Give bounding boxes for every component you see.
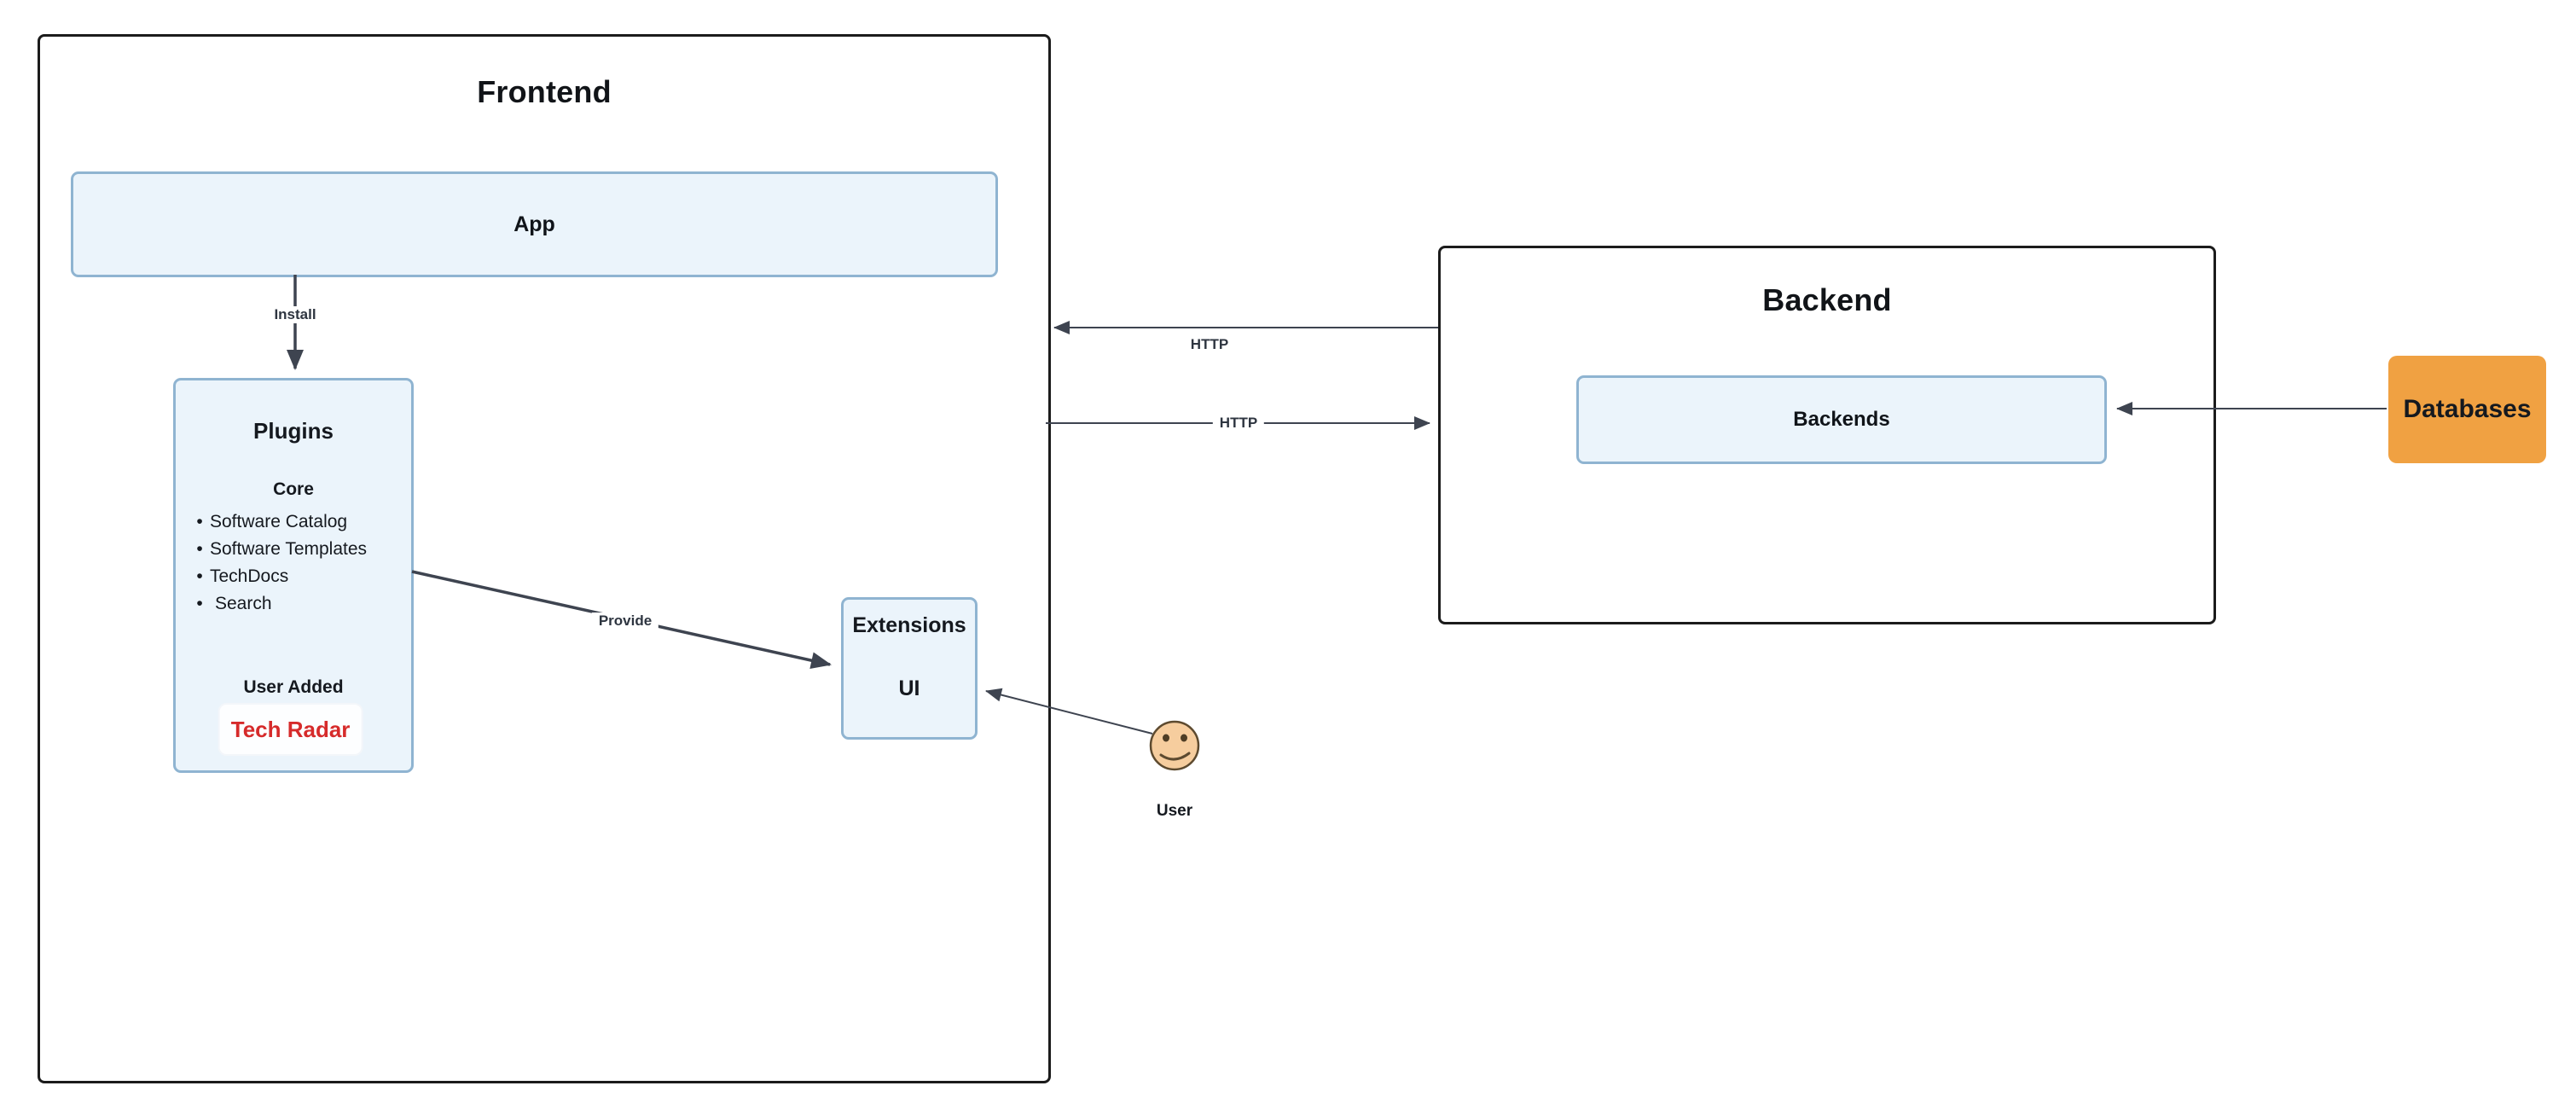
bullet-icon: • bbox=[196, 512, 203, 531]
user-smiley-icon bbox=[1149, 720, 1200, 771]
list-item-label: Search bbox=[215, 594, 272, 613]
tech-radar-label: Tech Radar bbox=[230, 716, 351, 742]
plugins-node: Plugins Core • Software Catalog • Softwa… bbox=[173, 378, 414, 773]
http-to-backend-edge-label: HTTP bbox=[1212, 415, 1265, 432]
databases-node-label: Databases bbox=[2403, 395, 2532, 423]
http-to-frontend-edge-label: HTTP bbox=[1183, 336, 1236, 353]
tech-radar-node: Tech Radar bbox=[218, 703, 363, 756]
user-node-label: User bbox=[1156, 802, 1193, 820]
list-item: • Software Templates bbox=[189, 536, 406, 563]
bullet-icon: • bbox=[196, 539, 203, 559]
backends-node-label: Backends bbox=[1793, 408, 1890, 431]
backends-node: Backends bbox=[1576, 375, 2107, 464]
plugins-core-heading: Core bbox=[273, 479, 314, 499]
plugins-core-list: • Software Catalog • Software Templates … bbox=[189, 508, 406, 618]
list-item: • TechDocs bbox=[189, 563, 406, 590]
plugins-node-title: Plugins bbox=[253, 418, 334, 444]
backend-group-box: Backend Backends bbox=[1438, 246, 2216, 624]
bullet-icon: • bbox=[196, 594, 203, 613]
install-edge-label: Install bbox=[267, 306, 323, 323]
backend-group-title: Backend bbox=[1762, 282, 1892, 317]
extensions-node-subtitle: UI bbox=[898, 676, 920, 700]
databases-node: Databases bbox=[2388, 356, 2546, 463]
bullet-icon: • bbox=[196, 566, 203, 586]
frontend-group-title: Frontend bbox=[477, 74, 612, 109]
list-item-label: Software Catalog bbox=[210, 512, 348, 531]
list-item-label: Software Templates bbox=[210, 539, 368, 559]
list-item-label: TechDocs bbox=[210, 566, 289, 586]
provide-edge-label: Provide bbox=[591, 613, 659, 630]
frontend-group-box: Frontend App Plugins Core • Software Cat… bbox=[38, 34, 1051, 1083]
plugins-user-added-heading: User Added bbox=[243, 677, 344, 697]
list-item: • Software Catalog bbox=[189, 508, 406, 536]
list-item: • Search bbox=[189, 590, 406, 618]
app-node: App bbox=[71, 171, 998, 277]
extensions-node: Extensions UI bbox=[841, 597, 978, 740]
extensions-node-title: Extensions bbox=[852, 613, 966, 637]
user-to-extensions-arrow bbox=[985, 688, 1153, 734]
app-node-label: App bbox=[513, 212, 555, 236]
